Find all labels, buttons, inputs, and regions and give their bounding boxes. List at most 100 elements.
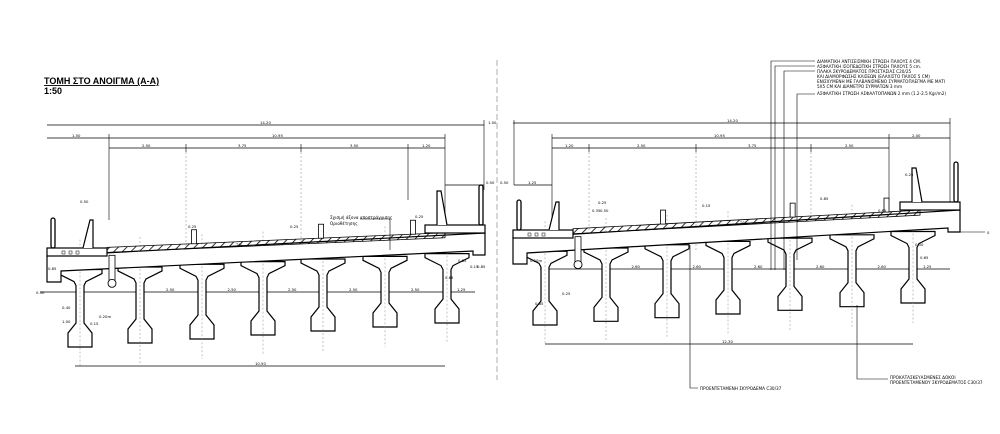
deck-slab	[46, 232, 486, 283]
railing-post	[953, 161, 959, 203]
girder-spacing-label: 2.50	[288, 287, 297, 292]
detail-dim-label: 0.20m	[99, 314, 111, 319]
marker-post	[410, 219, 416, 235]
detail-dim-label: 0.85	[458, 258, 467, 263]
detail-dim-label: 0.25	[598, 200, 607, 205]
detail-dim-label: 0.20m	[530, 258, 542, 263]
dim-label: 14.20	[260, 120, 271, 125]
detail-dim-label: 0.25	[188, 224, 197, 229]
guard-rail	[548, 201, 560, 231]
bottom-notes: ΠΡΟΕΝΤΕΤΑΜΕΝΗ ΣΚΥΡΟΔΕΜΑ C30/37 ΠΡΟΚΑΤΑΣΚ…	[689, 245, 983, 391]
right-sidewalk	[424, 224, 486, 234]
note-line: ΚΑΙ ΔΙΑΜΟΡΦΩΣΗΣ ΚΛΙΣΕΩΝ (ΕΛΑΧΙΣΤΟ ΠΑΧΟΣ …	[817, 74, 930, 79]
dim-label: 3.75	[748, 143, 757, 148]
dim-label: 1.00	[488, 120, 497, 125]
detail-dim-label: 0.25	[562, 291, 571, 296]
girder	[705, 240, 751, 315]
detail-dim-label: 1.00	[62, 319, 71, 324]
marker-post	[318, 223, 324, 239]
marker-post	[789, 202, 796, 218]
drain-pipe-icon	[107, 278, 117, 288]
girder	[240, 261, 286, 336]
drawing-scale: 1:50	[44, 86, 62, 96]
slope-label: 2%	[236, 243, 243, 248]
detail-dim-label: 0.85	[535, 301, 544, 306]
note-line: ΠΡΟΚΑΤΑΣΚΕΥΑΣΜΕΝΕΣ ΔΟΚΟΙ	[890, 375, 956, 380]
dim-label: 12.30	[722, 339, 733, 344]
detail-dim-label: 0.50	[80, 199, 89, 204]
top-notes: ΔΙΑΜΑΤΙΚΗ ΑΝΤΙΣΕΙΣΜΙΚΗ ΣΤΡΩΣΗ ΠΑΧΟΥΣ 4 C…	[770, 59, 946, 270]
girder-spacing-label: 2.60	[754, 264, 763, 269]
conduit-icon	[541, 232, 546, 237]
detail-dim-label: 0.85	[820, 196, 829, 201]
conduit-icon	[534, 232, 539, 237]
marker-post	[660, 209, 666, 225]
girder-spacing-label: 2.50	[411, 287, 420, 292]
dim-label: 2.00	[912, 133, 921, 138]
dim-label: 0.50	[486, 180, 495, 185]
dim-label: 14.20	[727, 118, 738, 123]
girder-spacing-label: 2.60	[693, 264, 702, 269]
right-dimensions: 14.20 10.95 2.00 1.20 2.50 3.75 2.50 1.2…	[513, 118, 990, 345]
detail-dim-label: 0.50	[600, 208, 609, 213]
note-line: ΑΣΦΑΛΤΙΚΗ ΙΣΟΠΕΔΩΤΙΚΗ ΣΤΡΩΣΗ ΠΑΧΟΥΣ 5 cm…	[817, 64, 921, 69]
railing-post	[478, 184, 484, 226]
girder-spacing-label: 2.60	[878, 264, 887, 269]
detail-dim-label: 0.40	[62, 305, 71, 310]
detail-dim-label: 0.15	[702, 203, 711, 208]
drain-note: Σχισμή άξονα αποστράγγισης Οριοθέτησης	[330, 215, 393, 250]
deck-slab	[512, 209, 961, 265]
dim-label: 10.50	[255, 361, 266, 366]
structure	[46, 161, 961, 367]
right-sidewalk	[899, 201, 961, 211]
detail-dim-label: 0.15	[90, 321, 99, 326]
conduit-icon	[527, 232, 532, 237]
note-line: ΠΛΑΚΑ ΣΚΥΡΟΔΕΜΑΤΟΣ ΠΡΟΣΤΑΣΙΑΣ C20/25	[817, 69, 911, 74]
conduit-icon	[75, 250, 80, 255]
dim-label: 3.50	[350, 143, 359, 148]
note-line: ΠΡΟΕΝΤΕΤΑΜΕΝΗ ΣΚΥΡΟΔΕΜΑ C30/37	[700, 386, 782, 391]
detail-dim-label: 0.25	[905, 172, 914, 177]
marker-post	[883, 197, 890, 213]
girder	[583, 247, 629, 322]
marker-post	[191, 229, 197, 245]
note-line: 5Χ5 CM ΚΑΙ ΔΙΑΜΕΤΡΟ ΣΥΡΜΑΤΩΝ 3 mm	[817, 84, 902, 89]
left-sidewalk	[46, 247, 108, 257]
dim-label: 3.75	[238, 143, 247, 148]
drain-pipe-icon	[573, 260, 583, 270]
drawing-title: ΤΟΜΗ ΣΤΟ ΑΝΟΙΓΜΑ (Α-Α)	[44, 76, 159, 86]
detail-dim-label: 0.50	[915, 242, 924, 247]
dim-label: 2.50	[142, 143, 151, 148]
girder	[522, 250, 568, 326]
note-line: Οριοθέτησης	[330, 221, 358, 226]
detail-dim-label: 0.85	[48, 266, 57, 271]
detail-dim-label: 0.35	[592, 208, 601, 213]
dim-label: 1.50	[72, 133, 81, 138]
girder-spacing-label: 2.50	[166, 287, 175, 292]
detail-dim-label: 0.15	[470, 264, 479, 269]
note-line: ΠΡΟΕΝΤΕΤΑΜΕΝΟΥ ΣΚΥΡΟΔΕΜΑΤΟΣ C30/37	[890, 380, 983, 385]
girder-spacing-label: 2.50	[228, 287, 237, 292]
girder	[644, 244, 690, 319]
note-line: ΔΙΑΜΑΤΙΚΗ ΑΝΤΙΣΕΙΣΜΙΚΗ ΣΤΡΩΣΗ ΠΑΧΟΥΣ 4 C…	[817, 59, 921, 64]
note-line: ΕΝΙΣΧΥΜΕΝΗ ΜΕ ΓΑΛΒΑΝΙΣΜΕΝΟ ΣΥΡΜΑΤΟΠΛΕΓΜΑ…	[817, 79, 945, 84]
dim-label: 1.25	[528, 180, 537, 185]
girder-spacing-label: 2.50	[349, 287, 358, 292]
detail-dim-label: 0.85	[477, 264, 486, 269]
detail-dim-label: 0.30	[36, 290, 45, 295]
conduit-icon	[61, 250, 66, 255]
conduit-icon	[68, 250, 73, 255]
detail-dim-label: 0.25	[290, 224, 299, 229]
guard-rail	[436, 190, 448, 226]
railing-post	[516, 199, 522, 231]
left-sidewalk	[512, 229, 574, 239]
slope-label: 2%	[740, 221, 747, 226]
detail-dim-label: 0.65	[445, 275, 454, 280]
dim-label: 10.95	[714, 133, 725, 138]
detail-dim-label: 0.65	[920, 255, 929, 260]
dim-label: 1.20	[565, 143, 574, 148]
dim-label: 10.95	[272, 133, 283, 138]
girder	[767, 237, 813, 311]
girder	[179, 263, 225, 340]
